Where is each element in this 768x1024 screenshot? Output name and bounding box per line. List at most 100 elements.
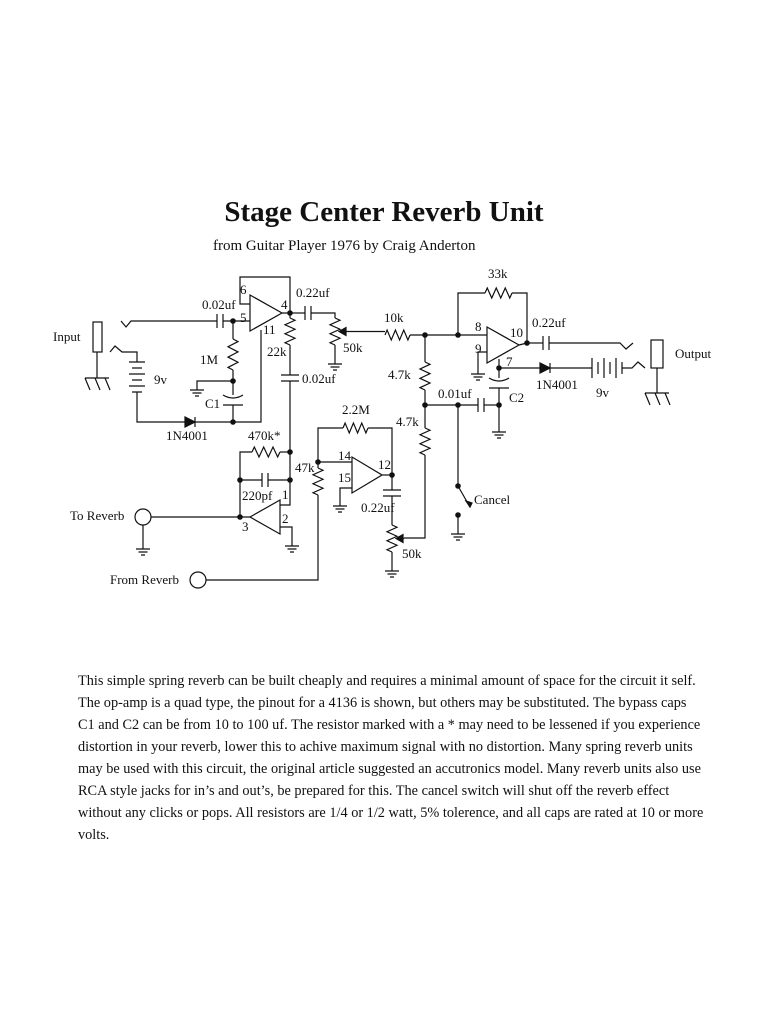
description: This simple spring reverb can be built c… <box>78 670 758 846</box>
wires <box>84 276 671 589</box>
pin-5: 5 <box>240 310 247 325</box>
c-in-label: 0.02uf <box>202 297 236 312</box>
page-title: Stage Center Reverb Unit <box>224 196 544 228</box>
ground-icon <box>492 426 506 439</box>
ground-icon <box>471 368 485 381</box>
from-reverb-label: From Reverb <box>110 572 179 587</box>
resistor <box>283 317 297 346</box>
description-line: may be used with this circuit, the origi… <box>78 761 701 777</box>
pin-7: 7 <box>506 354 513 369</box>
rca-jack <box>189 571 207 589</box>
r-1m-label: 1M <box>200 352 219 367</box>
chassis-ground-icon <box>644 392 671 406</box>
r-2.2m-label: 2.2M <box>342 402 370 417</box>
pin-15: 15 <box>338 470 351 485</box>
resistor <box>418 361 432 391</box>
battery1-label: 9v <box>154 372 168 387</box>
to-reverb-label: To Reverb <box>70 508 124 523</box>
battery <box>591 358 623 378</box>
pin-9: 9 <box>475 341 482 356</box>
r-4.7k-b-label: 4.7k <box>396 414 419 429</box>
battery2-label: 9v <box>596 385 610 400</box>
wire <box>280 452 291 506</box>
resistor <box>251 445 281 459</box>
pin-12: 12 <box>378 457 391 472</box>
resistor <box>384 328 411 342</box>
wire <box>311 312 336 318</box>
pin-14: 14 <box>338 448 352 463</box>
wire <box>280 526 293 540</box>
r-4.7k-a-label: 4.7k <box>388 367 411 382</box>
description-line: This simple spring reverb can be built c… <box>78 673 696 689</box>
input-label: Input <box>53 329 81 344</box>
description-line: distortion in your reverb, lower this to… <box>78 739 693 755</box>
r-10k-label: 10k <box>384 310 404 325</box>
wire <box>120 320 217 328</box>
wire <box>622 361 646 369</box>
battery <box>129 361 145 393</box>
capacitor <box>383 489 401 497</box>
pin-3: 3 <box>242 519 249 534</box>
pin-8: 8 <box>475 319 482 334</box>
pot2-label: 50k <box>402 546 422 561</box>
c-out2-label: 0.22uf <box>532 315 566 330</box>
rca-jack <box>134 508 152 526</box>
description-line: without any clicks or pops. All resistor… <box>78 805 704 821</box>
r-33k-label: 33k <box>488 266 508 281</box>
wire <box>206 495 319 581</box>
pin-4: 4 <box>281 297 288 312</box>
ground-icon <box>333 500 347 513</box>
description-line: volts. <box>78 827 110 843</box>
output-label: Output <box>675 346 712 361</box>
switch-arrow <box>464 499 473 509</box>
pin-10: 10 <box>510 325 523 340</box>
resistor <box>418 427 432 456</box>
resistor <box>484 286 513 300</box>
wire <box>512 292 528 343</box>
c-001-label: 0.01uf <box>438 386 472 401</box>
output-jack <box>650 339 664 369</box>
pot-arrow <box>337 326 347 337</box>
c-out1-label: 0.22uf <box>296 285 330 300</box>
subtitle: from Guitar Player 1976 by Craig Anderto… <box>213 238 476 254</box>
ground-icon <box>328 358 342 371</box>
pot1-label: 50k <box>343 340 363 355</box>
r-22k-label: 22k <box>267 344 287 359</box>
wire <box>368 427 393 475</box>
resistor <box>311 467 325 496</box>
resistor <box>226 338 240 371</box>
diode <box>184 416 197 428</box>
diode2-label: 1N4001 <box>536 377 578 392</box>
pin-1: 1 <box>282 487 289 502</box>
wire <box>109 345 138 362</box>
capacitor <box>542 336 550 350</box>
wire <box>457 292 485 335</box>
c1-label: C1 <box>205 396 220 411</box>
r-470k-label: 470k* <box>248 428 281 443</box>
cancel-label: Cancel <box>474 492 510 507</box>
capacitor <box>261 473 269 487</box>
op-amp <box>249 293 284 333</box>
c2-label: C2 <box>509 390 524 405</box>
component-labels: Input Output To Reverb From Reverb Cance… <box>53 266 712 587</box>
electrolytic-capacitor <box>488 377 510 389</box>
wire <box>195 330 262 423</box>
c-220pf-label: 220pf <box>242 488 273 503</box>
r-47k-label: 47k <box>295 460 315 475</box>
pin-numbers: 6 5 4 11 8 9 10 7 1 2 3 14 15 12 <box>240 282 523 534</box>
ground-icon <box>136 543 150 556</box>
ground-icon <box>285 540 299 553</box>
ground-icon <box>385 565 399 578</box>
wire <box>317 427 343 462</box>
chassis-ground-icon <box>84 377 111 391</box>
electrolytic-capacitor <box>222 394 244 406</box>
wire <box>196 380 233 384</box>
op-amp <box>351 455 384 495</box>
c-002-label: 0.02uf <box>302 371 336 386</box>
wire <box>339 487 352 500</box>
wire <box>404 455 426 539</box>
capacitor <box>477 398 485 412</box>
description-line: RCA style jacks for in’s and out’s, be p… <box>78 783 670 799</box>
op-amp <box>248 498 281 536</box>
